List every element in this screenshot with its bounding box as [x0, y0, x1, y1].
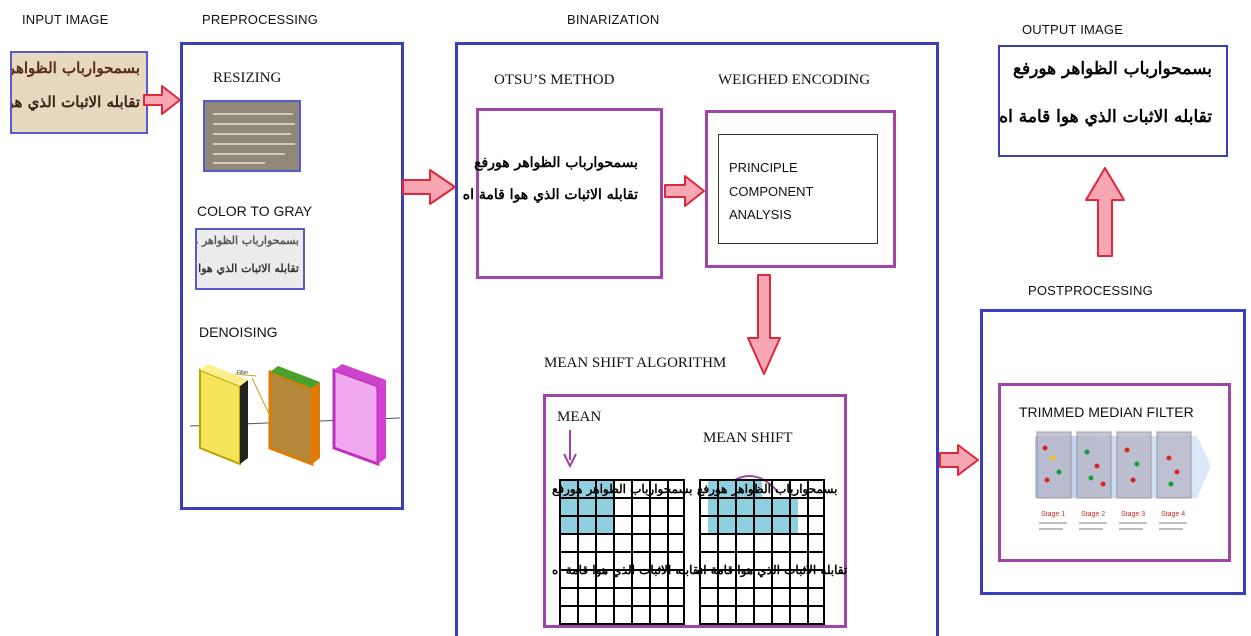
arrow-input-to-preprocessing	[143, 85, 181, 115]
pca-line3: ANALYSIS	[729, 207, 792, 222]
weighed-encoding-label: WEIGHED ENCODING	[718, 72, 871, 88]
gray-text-line1: بسمحوارباب الظواهر هورفع	[197, 234, 299, 247]
resizing-label: RESIZING	[213, 70, 282, 86]
pca-line1: PRINCIPLE	[729, 160, 798, 175]
output-text-line1: بسمحوارباب الظواهر هورفع	[1013, 59, 1212, 79]
binarization-title: BINARIZATION	[567, 12, 660, 27]
output-image: بسمحوارباب الظواهر هورفع تقابله الاثبات …	[998, 45, 1228, 157]
input-text-line2: تقابله الاثبات الذي هوا قامة اه	[12, 93, 140, 111]
arrow-preprocessing-to-binarization	[402, 169, 456, 205]
filter-stages-illustration: Stage 1 Stage 2 Stage 3 Stage 4	[1035, 431, 1211, 530]
postprocessing-title: POSTPROCESSING	[1028, 283, 1153, 298]
gray-text-line2: تقابله الاثبات الذي هوا قامة اه	[197, 262, 299, 275]
input-image-title: INPUT IMAGE	[22, 12, 109, 27]
mean-label: MEAN	[557, 409, 602, 425]
pca-box: PRINCIPLE COMPONENT ANALYSIS	[718, 134, 878, 244]
pca-line2: COMPONENT	[729, 184, 814, 199]
resized-image	[203, 100, 301, 172]
svg-text:Filter: Filter	[237, 370, 248, 376]
otsu-text-line2: تقابله الاثبات الذي هوا قامة اه	[462, 187, 638, 203]
mean-shift-label: MEAN SHIFT	[703, 430, 793, 446]
output-image-title: OUTPUT IMAGE	[1022, 22, 1124, 37]
stage4-label: Stage 4	[1161, 511, 1185, 518]
stage1-label: Stage 1	[1041, 511, 1065, 518]
otsu-label: OTSU’S METHOD	[494, 72, 615, 88]
gray-image: بسمحوارباب الظواهر هورفع تقابله الاثبات …	[195, 228, 305, 290]
input-text-line1: بسمحوارباب الظواهر هورفع	[10, 59, 140, 77]
input-image: بسمحوارباب الظواهر هورفع تقابله الاثبات …	[10, 51, 148, 134]
mean-grid-text-line1: بسمحوارباب الظواهر هورفع	[552, 482, 693, 496]
shift-grid-text-line2: تقابله الاثبات الذي هوا قامة اه	[697, 563, 848, 577]
output-text-line2: تقابله الاثبات الذي هوا قامة اه	[999, 107, 1212, 127]
denoising-label: DENOISING	[199, 324, 278, 340]
arrow-postprocessing-to-output	[1085, 167, 1125, 257]
arrow-binarization-to-postprocessing	[939, 444, 979, 476]
resized-text-lines	[213, 113, 295, 164]
shift-grid-text-line1: بسمحوارباب الظواهر هورفع	[697, 482, 838, 496]
mean-shift-grids	[559, 430, 825, 625]
denoising-filter-layers: Filter	[189, 364, 401, 467]
stage3-label: Stage 3	[1121, 511, 1145, 518]
preprocessing-title: PREPROCESSING	[202, 12, 319, 27]
trimmed-median-filter-box: TRIMMED MEDIAN FILTER	[998, 383, 1231, 562]
color-to-gray-label: COLOR TO GRAY	[197, 203, 313, 219]
otsu-box: بسمحوارباب الظواهر هورفع تقابله الاثبات …	[463, 108, 663, 279]
trimmed-median-filter-label: TRIMMED MEDIAN FILTER	[1019, 404, 1194, 420]
stage2-label: Stage 2	[1081, 511, 1105, 518]
otsu-text-line1: بسمحوارباب الظواهر هورفع	[474, 155, 638, 171]
mean-grid-text-line2: تقابله الاثبات الذي هوا قامة اه	[552, 563, 703, 577]
mean-shift-algorithm-label: MEAN SHIFT ALGORITHM	[544, 355, 727, 371]
